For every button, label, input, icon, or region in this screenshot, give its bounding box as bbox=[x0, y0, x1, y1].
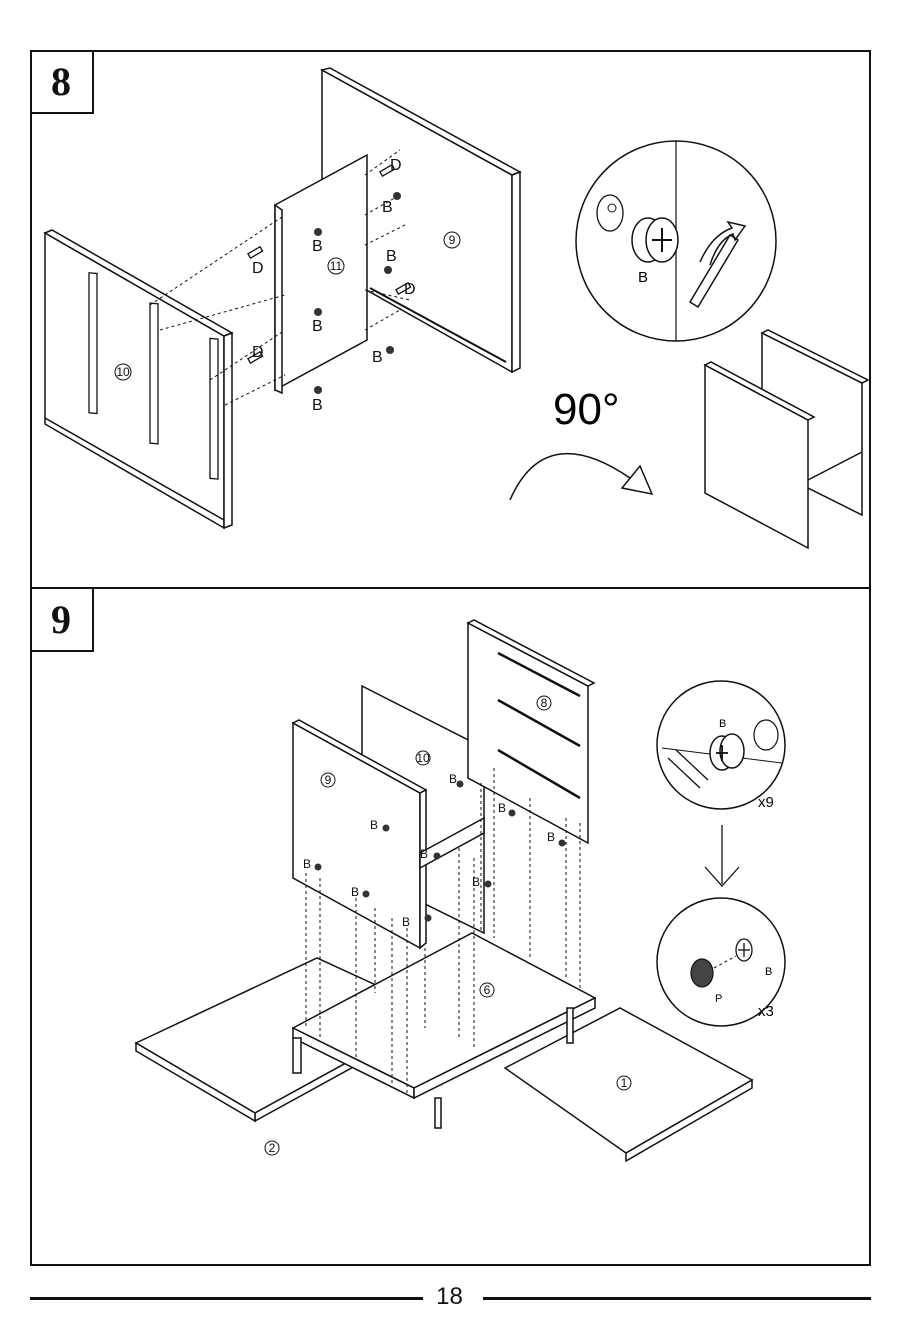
step-8-diagram: D D D D B B B B B B 10 11 9 B 90° bbox=[0, 0, 899, 588]
cam-label: B bbox=[449, 772, 457, 786]
panel-8 bbox=[468, 623, 588, 843]
cam-label: B bbox=[303, 857, 311, 871]
step-9-diagram: 9 10 8 6 1 2 B B B B B B B B B B x9 B P … bbox=[0, 588, 899, 1264]
cam-label: B bbox=[312, 238, 323, 255]
detail-cap-label: P bbox=[715, 993, 722, 1005]
detail-cam-label: B bbox=[719, 718, 726, 730]
cam-label: B bbox=[498, 801, 506, 815]
down-arrow-icon bbox=[705, 825, 739, 886]
panel-10-label: 10 bbox=[116, 365, 130, 379]
cam-label: B bbox=[382, 199, 393, 216]
panel-8-label: 8 bbox=[541, 696, 548, 710]
dowel-label: D bbox=[252, 344, 264, 361]
rotation-label: 90° bbox=[553, 385, 620, 434]
cam-label: B bbox=[370, 818, 378, 832]
panel-9-label: 9 bbox=[449, 233, 456, 247]
dowel-label: D bbox=[390, 157, 402, 174]
cam-label: B bbox=[420, 847, 428, 861]
detail-cam-label: B bbox=[765, 966, 772, 978]
cam-label: B bbox=[351, 885, 359, 899]
panel-11-label: 11 bbox=[330, 259, 343, 273]
detail-count: x3 bbox=[758, 1003, 774, 1020]
panel-1-label: 1 bbox=[621, 1076, 628, 1090]
cam-label: B bbox=[386, 248, 397, 265]
page-number: 18 bbox=[0, 1282, 899, 1312]
rotation-arrow-icon bbox=[510, 454, 630, 500]
dowel-label: D bbox=[404, 281, 416, 298]
panel-10-label: 10 bbox=[416, 751, 430, 765]
panel-6-label: 6 bbox=[484, 983, 491, 997]
detail-cam-label: B bbox=[638, 269, 648, 286]
panel-2-label: 2 bbox=[269, 1141, 276, 1155]
panel-11 bbox=[275, 155, 367, 390]
detail-count: x9 bbox=[758, 794, 774, 811]
dowel-label: D bbox=[252, 260, 264, 277]
cam-label: B bbox=[547, 830, 555, 844]
cam-label: B bbox=[472, 875, 480, 889]
rotated-assembly bbox=[705, 330, 868, 548]
cam-label: B bbox=[312, 397, 323, 414]
cam-label: B bbox=[402, 915, 410, 929]
panel-9-label: 9 bbox=[325, 773, 332, 787]
cam-label: B bbox=[312, 318, 323, 335]
cam-label: B bbox=[372, 349, 383, 366]
